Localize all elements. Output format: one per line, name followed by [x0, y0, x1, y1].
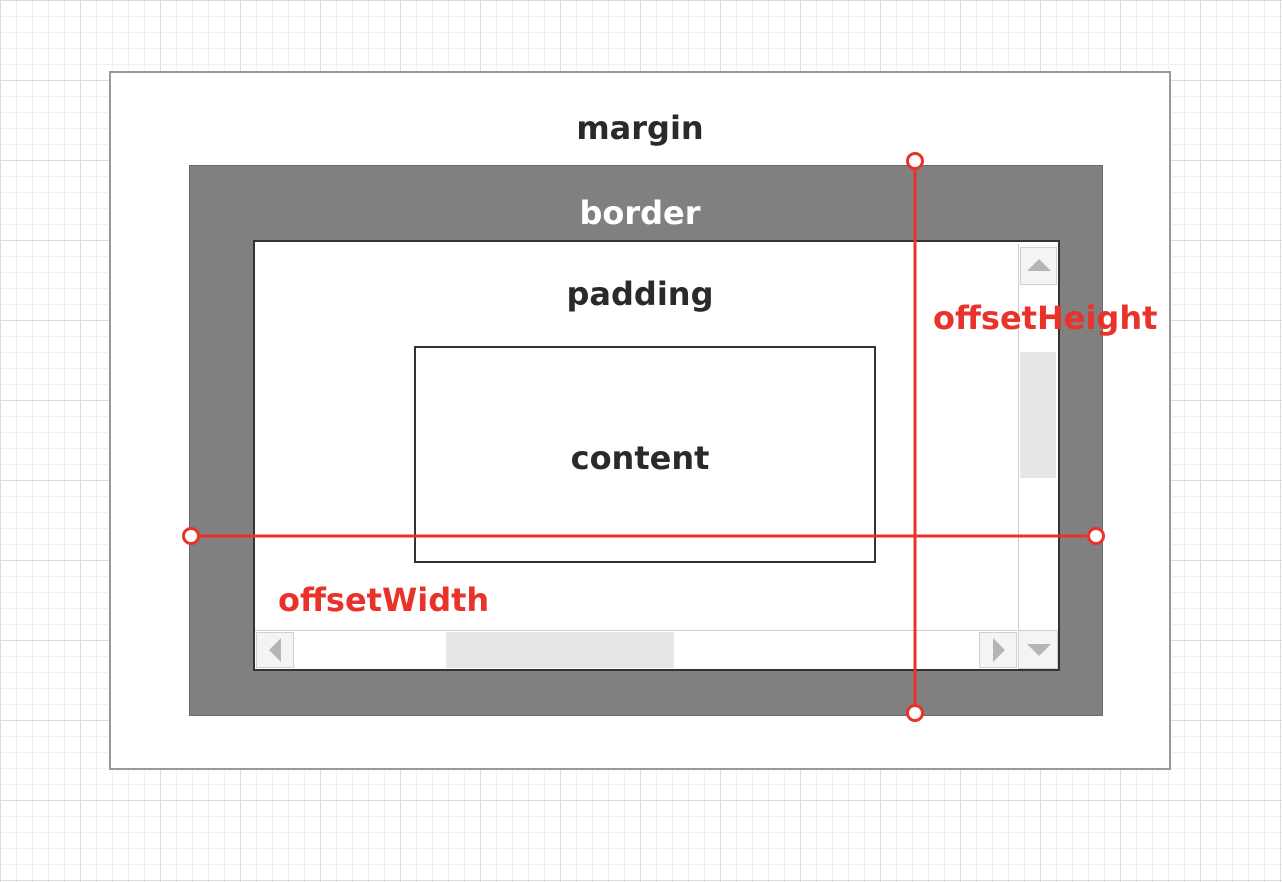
- offset-width-start-handle: [182, 527, 200, 545]
- offset-height-start-handle: [906, 152, 924, 170]
- horizontal-scroll-thumb[interactable]: [446, 632, 674, 668]
- content-label: content: [570, 439, 710, 477]
- padding-label: padding: [566, 275, 714, 313]
- content-box: [414, 346, 876, 563]
- arrow-down-icon: [1027, 644, 1051, 656]
- margin-label: margin: [576, 109, 704, 147]
- vertical-scroll-thumb[interactable]: [1020, 352, 1056, 478]
- arrow-right-icon: [993, 638, 1005, 662]
- arrow-left-icon: [269, 638, 281, 662]
- offset-width-end-handle: [1087, 527, 1105, 545]
- border-label: border: [579, 194, 701, 232]
- offset-height-label: offsetHeight: [933, 299, 1158, 337]
- arrow-up-icon: [1027, 259, 1051, 271]
- offset-width-label: offsetWidth: [278, 581, 490, 619]
- offset-height-end-handle: [906, 704, 924, 722]
